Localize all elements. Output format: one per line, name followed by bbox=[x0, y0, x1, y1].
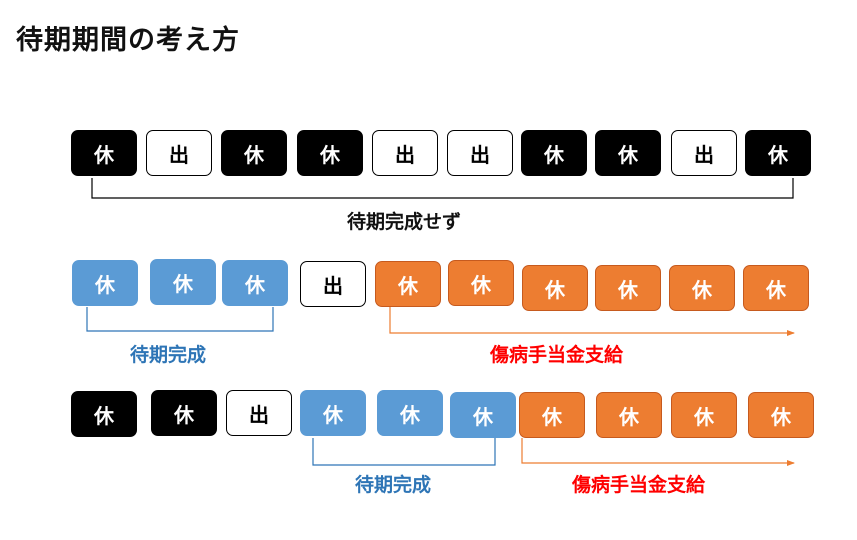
day-box-work: 出 bbox=[300, 261, 366, 307]
benefit-arrow bbox=[389, 307, 795, 336]
day-box-rest: 休 bbox=[595, 130, 661, 176]
day-box-rest: 休 bbox=[297, 130, 363, 176]
day-box-waiting: 休 bbox=[150, 259, 216, 305]
waiting-incomplete-label: 待期完成せず bbox=[347, 211, 462, 233]
day-box-rest: 休 bbox=[745, 130, 811, 176]
day-box-waiting: 休 bbox=[300, 390, 366, 436]
day-box-rest: 休 bbox=[521, 130, 587, 176]
day-box-work: 出 bbox=[671, 130, 737, 176]
day-box-waiting: 休 bbox=[222, 260, 288, 306]
day-box-waiting: 休 bbox=[450, 392, 516, 438]
day-box-benefit: 休 bbox=[669, 265, 735, 311]
waiting-complete-label: 待期完成 bbox=[130, 344, 207, 366]
day-box-benefit: 休 bbox=[519, 392, 585, 438]
day-box-rest: 休 bbox=[221, 130, 287, 176]
page-title: 待期期間の考え方 bbox=[16, 25, 240, 56]
day-box-benefit: 休 bbox=[448, 260, 514, 306]
day-box-benefit: 休 bbox=[671, 392, 737, 438]
waiting-complete-label: 待期完成 bbox=[355, 474, 432, 496]
day-box-waiting: 休 bbox=[72, 260, 138, 306]
day-box-work: 出 bbox=[226, 390, 292, 436]
benefit-label: 傷病手当金支給 bbox=[572, 474, 706, 496]
day-box-rest: 休 bbox=[71, 130, 137, 176]
benefit-label: 傷病手当金支給 bbox=[490, 344, 624, 366]
day-box-work: 出 bbox=[146, 130, 212, 176]
waiting-complete-bracket bbox=[312, 438, 496, 466]
day-box-rest: 休 bbox=[71, 391, 137, 437]
benefit-arrow bbox=[521, 438, 795, 466]
day-box-work: 出 bbox=[372, 130, 438, 176]
day-box-benefit: 休 bbox=[595, 265, 661, 311]
day-box-rest: 休 bbox=[151, 390, 217, 436]
day-box-benefit: 休 bbox=[743, 265, 809, 311]
waiting-complete-bracket bbox=[86, 307, 274, 332]
day-box-benefit: 休 bbox=[522, 265, 588, 311]
day-box-waiting: 休 bbox=[377, 390, 443, 436]
day-box-benefit: 休 bbox=[596, 392, 662, 438]
day-box-benefit: 休 bbox=[375, 261, 441, 307]
day-box-work: 出 bbox=[447, 130, 513, 176]
waiting-incomplete-bracket bbox=[91, 178, 794, 199]
day-box-benefit: 休 bbox=[748, 392, 814, 438]
